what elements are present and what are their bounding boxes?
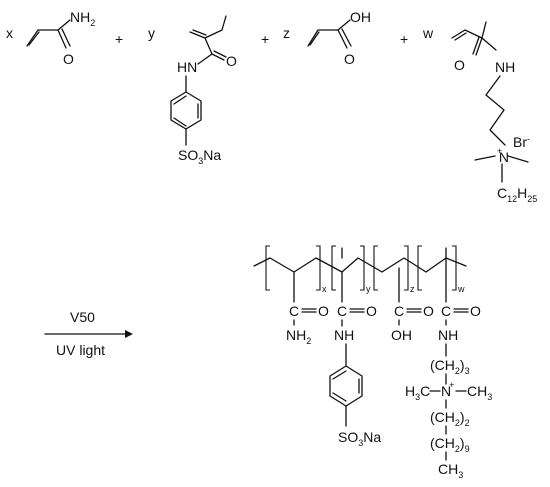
svg-text:CH3: CH3: [438, 461, 463, 480]
monomer-sulfo: y O HN SO3Na: [148, 15, 237, 166]
quat-propyl-chain: [485, 75, 506, 146]
coef-x: x: [6, 25, 13, 41]
polymer-benzene-ring: [329, 365, 363, 407]
svg-text:OH: OH: [391, 327, 412, 343]
acrylic-o-label: O: [344, 51, 355, 67]
polymer-unit-1: C O NH2: [286, 271, 329, 346]
svg-text:O: O: [470, 303, 481, 319]
monomer-quat: w O NH Br- N+ C12H25: [422, 21, 537, 204]
subscript-w: w: [457, 284, 465, 294]
quat-n-label: N+: [497, 146, 509, 165]
svg-text:(CH2)2: (CH2)2: [430, 409, 470, 428]
svg-text:CH3: CH3: [467, 383, 492, 402]
svg-text:(CH2)9: (CH2)9: [430, 435, 470, 454]
polymer-unit-4: C O NH (CH2)3 H3C N+ CH3 (CH2)2 (CH2)9 C…: [405, 247, 492, 480]
svg-text:SO3Na: SO3Na: [338, 429, 381, 448]
polymer-unit-3: C O OH: [391, 267, 434, 343]
svg-text:NH2: NH2: [286, 327, 311, 346]
quat-br-label: Br-: [513, 134, 530, 150]
polymer-product: x y z w C O NH2 C O NH: [253, 245, 492, 480]
sulfo-so3na-label: SO3Na: [178, 147, 221, 166]
condition-label: UV light: [56, 342, 105, 358]
svg-text:(CH2)3: (CH2)3: [430, 357, 470, 376]
sulfo-o-label: O: [226, 53, 237, 69]
quat-o-label: O: [454, 57, 465, 73]
acrylamide-vinyl-bond: [26, 29, 59, 47]
plus-3: +: [400, 31, 408, 47]
subscript-x: x: [322, 284, 327, 294]
svg-text:NH: NH: [438, 327, 458, 343]
svg-text:N+: N+: [441, 380, 454, 399]
monomer-acrylamide: x NH2 O: [6, 9, 95, 67]
acrylic-oh-label: OH: [350, 9, 371, 25]
quat-c12h25-label: C12H25: [497, 185, 537, 204]
coef-y: y: [148, 25, 155, 41]
svg-text:C: C: [441, 303, 451, 319]
svg-text:NH: NH: [334, 327, 354, 343]
subscript-z: z: [410, 284, 415, 294]
svg-text:O: O: [423, 303, 434, 319]
polymer-unit-2: C O NH SO3Na: [329, 247, 381, 448]
arrow-head: [125, 330, 133, 338]
svg-text:C: C: [289, 303, 299, 319]
catalyst-label: V50: [70, 309, 95, 325]
svg-text:H3C: H3C: [405, 383, 430, 402]
subscript-y: y: [366, 284, 371, 294]
sulfo-benzene-ring: [170, 91, 202, 130]
polymer-backbone: [253, 257, 467, 273]
monomer-acrylic-acid: z OH O: [283, 9, 371, 67]
quat-nh-label: NH: [495, 59, 515, 75]
svg-text:C: C: [337, 303, 347, 319]
plus-2: +: [261, 31, 269, 47]
plus-1: +: [115, 31, 123, 47]
svg-text:C: C: [394, 303, 404, 319]
reaction-arrow-group: V50 UV light: [44, 309, 133, 358]
acrylamide-o-label: O: [63, 51, 74, 67]
svg-text:O: O: [318, 303, 329, 319]
acrylamide-nh2-label: NH2: [70, 9, 95, 28]
coef-w: w: [422, 25, 434, 41]
coef-z: z: [283, 25, 290, 41]
svg-text:O: O: [366, 303, 377, 319]
sulfo-hn-label: HN: [177, 59, 197, 75]
